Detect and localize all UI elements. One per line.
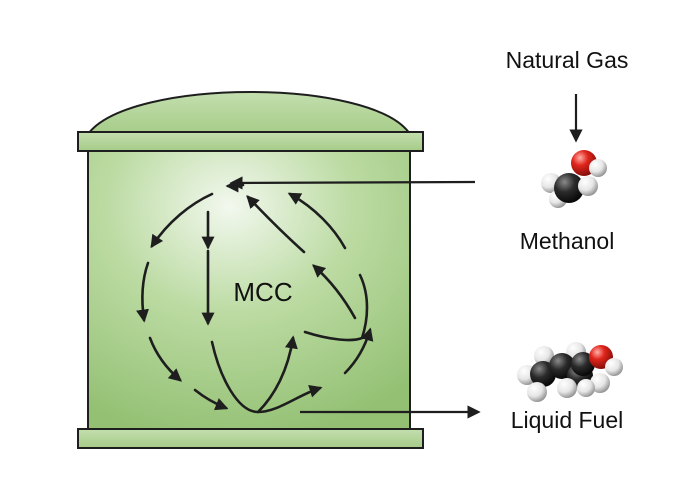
hydrogen-atom [578, 176, 598, 196]
arrow-bottom-arc [193, 388, 229, 411]
tank-bottom-rim [77, 428, 424, 449]
arrow-left-arc-lower [148, 336, 182, 382]
arrow-diagonal-inner [312, 264, 357, 320]
arrow-right-arc-upper [287, 192, 347, 250]
hydrogen-atom [577, 379, 595, 397]
mcc-label: MCC [233, 277, 292, 307]
carbon-atom [554, 173, 584, 203]
tank-top-rim [77, 131, 424, 152]
arrow-right-arc-lower [343, 327, 374, 375]
arrow-left-arc-upper [150, 192, 214, 249]
arrow-top-arc [225, 179, 245, 193]
circulation-arrows [136, 179, 374, 414]
hydrogen-atom [527, 382, 547, 402]
methanol-feed-arrow [229, 176, 476, 190]
arrow-loop-return [303, 273, 369, 342]
hydrogen-atom [557, 378, 577, 398]
reactor-tank [77, 91, 424, 449]
liquid-fuel-molecule [517, 342, 623, 402]
arrow-left-arc-middle [136, 261, 150, 323]
hydrogen-atom [589, 159, 607, 177]
arrow-inner-rise [256, 335, 298, 414]
tank-dome [85, 91, 412, 135]
natural-gas-label: Natural Gas [506, 47, 629, 73]
liquid-fuel-label: Liquid Fuel [511, 407, 624, 433]
hydrogen-atom [534, 346, 554, 366]
hydrogen-atom [605, 358, 623, 376]
methanol-label: Methanol [520, 228, 615, 254]
methanol-molecule [541, 150, 607, 208]
carbon-atom [571, 352, 595, 376]
arrow-diagonal-outer [246, 195, 306, 254]
